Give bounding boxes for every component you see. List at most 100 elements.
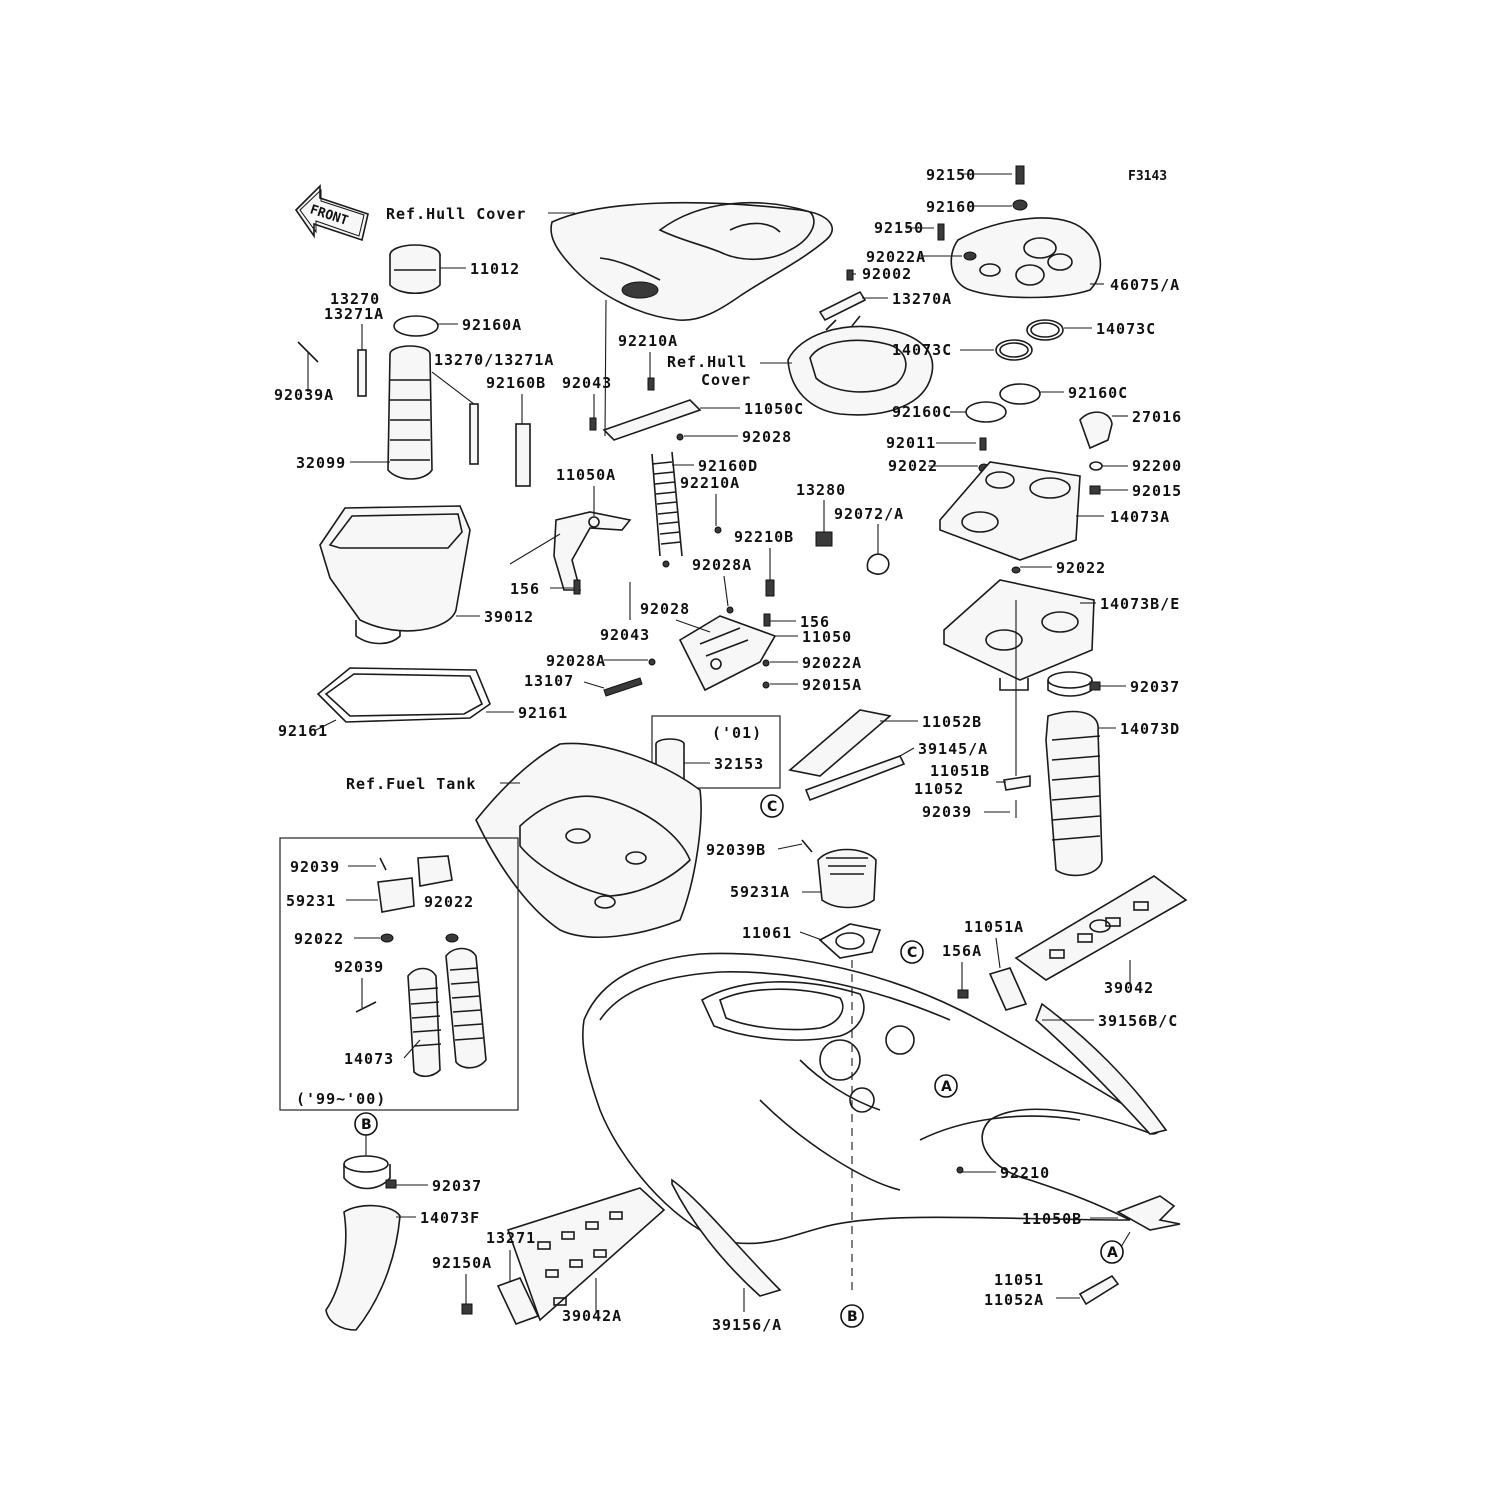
leader-line bbox=[315, 719, 337, 731]
bracket-11051a bbox=[988, 967, 1028, 1011]
part-number-label: 13280 bbox=[796, 481, 846, 499]
part-number-label: 92028 bbox=[640, 600, 690, 618]
pin-92028-icon bbox=[676, 433, 684, 441]
spring-92160d bbox=[651, 451, 683, 557]
bracket-11050b bbox=[1116, 1195, 1181, 1231]
part-number-label: 92210A bbox=[680, 474, 740, 492]
pin-92043-icon bbox=[589, 417, 597, 431]
svg-text:B: B bbox=[847, 1309, 858, 1325]
hull-cover-top bbox=[550, 201, 833, 321]
leader-line bbox=[583, 681, 605, 689]
part-number-label: 11050A bbox=[556, 466, 616, 484]
part-number-label: 92161 bbox=[278, 722, 328, 740]
part-number-label: 39156B/C bbox=[1098, 1012, 1178, 1030]
part-number-label: 92150 bbox=[874, 219, 924, 237]
part-number-label: 39156/A bbox=[712, 1316, 782, 1334]
part-number-label: 92039 bbox=[922, 803, 972, 821]
clamp-92037-left bbox=[343, 1155, 397, 1190]
cap-11012 bbox=[389, 244, 441, 295]
bolt-92150b-icon bbox=[937, 223, 945, 241]
seal-92160b bbox=[515, 423, 531, 487]
svg-text:A: A bbox=[941, 1079, 952, 1095]
part-number-label: 13107 bbox=[524, 672, 574, 690]
screw-92011-icon bbox=[979, 437, 987, 451]
part-number-label: 92039 bbox=[334, 958, 384, 976]
part-number-label: 14073A bbox=[1110, 508, 1170, 526]
clamp-92037-right bbox=[1047, 671, 1101, 697]
leader-line bbox=[431, 371, 475, 405]
part-number-label: 92043 bbox=[600, 626, 650, 644]
washer-92160-icon bbox=[1012, 199, 1028, 211]
hull-deck bbox=[581, 952, 1160, 1245]
part-number-label: 11051A bbox=[964, 918, 1024, 936]
bolt-156A-icon bbox=[957, 989, 969, 999]
part-number-label: 14073F bbox=[420, 1209, 480, 1227]
part-number-label: 13270A bbox=[892, 290, 952, 308]
part-number-label: 92022 bbox=[294, 930, 344, 948]
part-number-label: 156A bbox=[942, 942, 982, 960]
bracket-11052b bbox=[788, 709, 906, 802]
strip-13270-13271a bbox=[469, 403, 479, 465]
bracket-11050c bbox=[602, 399, 702, 441]
ring-92160a bbox=[393, 315, 439, 337]
part-number-label: 13271 bbox=[486, 1229, 536, 1247]
part-number-label: 92022 bbox=[888, 457, 938, 475]
part-number-label: 11012 bbox=[470, 260, 520, 278]
part-number-label: 92015 bbox=[1132, 482, 1182, 500]
inset-01-label: ('01) bbox=[712, 724, 762, 742]
bolt-13107-icon bbox=[603, 677, 643, 697]
ref-fuel-tank: Ref.Fuel Tank bbox=[346, 775, 476, 793]
circle-ref-b-bottom: B bbox=[840, 1304, 864, 1328]
part-number-label: 92210B bbox=[734, 528, 794, 546]
part-number-label: 92210A bbox=[618, 332, 678, 350]
bolt-92150A-icon bbox=[461, 1303, 473, 1315]
mat-39042a bbox=[506, 1187, 666, 1322]
part-number-label: 11050 bbox=[802, 628, 852, 646]
part-number-label: 11052B bbox=[922, 713, 982, 731]
ref-hull-cover-mid-2: Cover bbox=[701, 371, 751, 389]
part-number-label: 92043 bbox=[562, 374, 612, 392]
ring-14073c-right bbox=[1026, 319, 1064, 341]
bracket-11051b bbox=[1003, 775, 1031, 791]
cover-46075 bbox=[950, 217, 1102, 299]
hose-14073f bbox=[325, 1204, 401, 1331]
plate-11051-11052A bbox=[1078, 1274, 1120, 1306]
part-number-label: 92161 bbox=[518, 704, 568, 722]
part-number-label: 14073 bbox=[344, 1050, 394, 1068]
part-number-label: 39042A bbox=[562, 1307, 622, 1325]
circle-ref-a-right: A bbox=[1100, 1240, 1124, 1264]
part-number-label: 59231A bbox=[730, 883, 790, 901]
pin-92210a-icon bbox=[647, 377, 655, 391]
inset-parts bbox=[355, 855, 487, 1078]
part-number-label: 92022 bbox=[424, 893, 474, 911]
svg-text:A: A bbox=[1107, 1245, 1118, 1261]
bolt-156b-icon bbox=[763, 613, 771, 627]
ring-14073c-left bbox=[995, 339, 1033, 361]
screw-92002-icon bbox=[846, 269, 854, 281]
strip-13271a bbox=[357, 349, 367, 397]
part-number-label: 92039B bbox=[706, 841, 766, 859]
part-number-label: 92037 bbox=[1130, 678, 1180, 696]
rail-39156bc bbox=[1035, 1002, 1168, 1135]
part-number-label: 11050B bbox=[1022, 1210, 1082, 1228]
svg-text:C: C bbox=[907, 945, 917, 961]
part-number-label: 13270 bbox=[330, 290, 380, 308]
part-number-label: 156 bbox=[800, 613, 830, 631]
part-number-label: 13271A bbox=[324, 305, 384, 323]
circle-ref-c-deck: C bbox=[900, 940, 924, 964]
part-number-label: 39145/A bbox=[918, 740, 988, 758]
inset-99-00-label: ('99~'00) bbox=[296, 1090, 386, 1108]
bolt-92150-icon bbox=[1015, 165, 1025, 185]
leader-line bbox=[403, 1039, 421, 1059]
inset-01-box bbox=[651, 715, 781, 789]
label-13280-icon bbox=[815, 531, 833, 547]
rail-39156a bbox=[671, 1178, 782, 1297]
part-number-label: 92002 bbox=[862, 265, 912, 283]
part-number-label: 14073C bbox=[1096, 320, 1156, 338]
mat-39042 bbox=[1014, 875, 1188, 981]
part-number-label: 14073D bbox=[1120, 720, 1180, 738]
part-number-label: 13270/13271A bbox=[434, 351, 554, 369]
clip-92072-icon bbox=[866, 553, 890, 575]
part-number-label: 92039 bbox=[290, 858, 340, 876]
inset-99-00-box bbox=[279, 837, 519, 1111]
